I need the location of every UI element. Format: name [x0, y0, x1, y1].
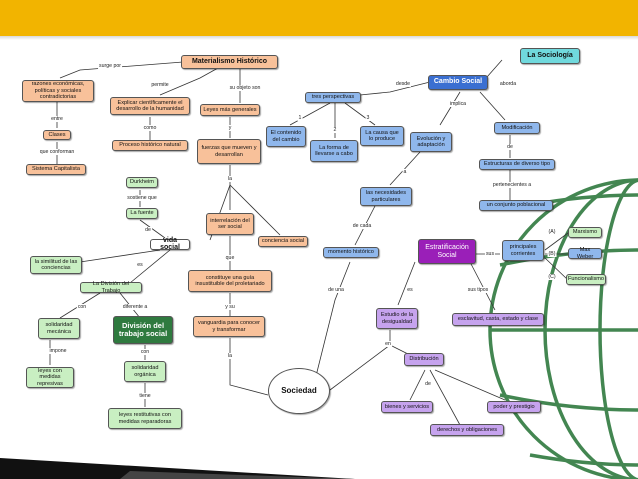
banner-shadow [0, 36, 638, 40]
label-de-2: de [144, 227, 152, 233]
node-proceso-historico: Proceso histórico natural [112, 140, 188, 151]
node-leyes-con-medidas: leyes con medidas represivas [26, 367, 74, 388]
label-es: es [136, 262, 144, 268]
label-diferente-a: diferente a [121, 304, 149, 310]
label-num-1: 1 [297, 115, 303, 121]
node-leyes-restitutivas: leyes restitutivas con medidas reparador… [108, 408, 182, 429]
label-su-objeto-son: su objeto son [228, 85, 262, 91]
label-tiene: tiene [138, 393, 152, 399]
node-bienes: bienes y servicios [381, 401, 433, 413]
node-la-fuente: La fuente [126, 208, 158, 219]
label-la-2: la [226, 353, 234, 359]
node-durkheim: Durkheim [126, 177, 158, 188]
node-distribucion: Distribución [404, 353, 444, 366]
node-el-contenido: El contenido del cambio [266, 126, 306, 147]
node-solidaridad-organica: solidaridad orgánica [124, 361, 166, 382]
label-pertenecientes-a: pertenecientes a [491, 182, 533, 188]
node-la-forma: La forma de llevarse a cabo [310, 140, 358, 162]
label-C: (C) [547, 274, 557, 280]
node-las-necesidades: las necesidades particulares [360, 187, 412, 206]
top-banner [0, 0, 638, 36]
label-sostiene-que: sostiene que [126, 195, 158, 201]
node-vanguardia: vanguardia para conocer y transformar [193, 316, 265, 337]
label-desde: desde [394, 81, 412, 87]
node-derechos: derechos y obligaciones [430, 424, 504, 436]
label-que-conforman: que conforman [38, 149, 76, 155]
label-num-3: 3 [365, 115, 371, 121]
label-aborda: aborda [498, 81, 518, 87]
label-num-2: 2 [332, 127, 338, 133]
node-vida-social: vida social [150, 237, 190, 251]
label-como: como [142, 125, 158, 131]
node-evolucion: Evolución y adaptación [410, 132, 452, 152]
label-la: la [226, 176, 234, 182]
node-momento-historico: momento histórico [323, 247, 379, 258]
label-que: que [224, 255, 236, 261]
label-y-su: y su [224, 304, 236, 310]
node-division-trabajo-social: División del trabajo social [113, 316, 173, 344]
label-a: a [402, 169, 408, 175]
label-sus-tipos: sus tipos [466, 287, 490, 293]
node-poder: poder y prestigio [487, 401, 541, 413]
node-la-division: La División del Trabajo [80, 281, 142, 294]
node-estructuras: Estructuras de diverso tipo [479, 159, 555, 170]
bottom-decoration [0, 458, 355, 479]
label-con: con [76, 304, 88, 310]
node-la-sociologia: La Sociología [520, 48, 580, 64]
label-implica: implica [448, 101, 468, 107]
label-surge-por: surge por [98, 63, 122, 69]
node-leyes-mas-generales: Leyes más generales [200, 104, 260, 116]
node-modificacion: Modificación [494, 122, 540, 134]
node-constituye: constituye una guía insustituible del pr… [188, 270, 272, 292]
label-es-2: es [406, 287, 414, 293]
node-sociedad: Sociedad [268, 368, 330, 414]
node-max-weber: Max Weber [568, 247, 602, 260]
node-funcionalismo: Funcionalismo [566, 274, 606, 285]
node-marxismo: Marxismo [568, 227, 602, 238]
label-A: (A) [547, 229, 557, 235]
label-B: (B) [547, 251, 557, 257]
node-la-causa: La causa que lo produce [360, 126, 404, 146]
node-la-similitud: la similitud de las conciencias [30, 256, 82, 274]
label-y: y [227, 125, 233, 131]
node-tres-perspectivas: tres perspectivas [305, 92, 361, 103]
node-solidaridad-mecanica: solidaridad mecánica [38, 318, 80, 339]
node-interrelacion: interrelación del ser social [206, 213, 254, 235]
node-cambio-social: Cambio Social [428, 75, 488, 90]
label-en: en [384, 341, 392, 347]
node-estudio: Estudio de la desigualdad [376, 308, 418, 329]
label-permite: permite [150, 82, 170, 88]
node-razones: razones económicas, políticas y sociales… [22, 80, 94, 102]
label-de-cada: de cada [351, 223, 373, 229]
label-de-3: de [424, 381, 432, 387]
node-fuerzas: fuerzas que mueven y desarrollan [197, 139, 261, 164]
node-conciencia-social: conciencia social [258, 236, 308, 247]
label-de: de [506, 144, 514, 150]
node-sistema-capitalista: Sistema Capitalista [26, 164, 86, 175]
label-con-2: con [139, 349, 151, 355]
label-sus: sus [484, 251, 496, 257]
node-principales-corrientes: principales corrientes [502, 240, 544, 261]
node-materialismo-historico: Materialismo Histórico [181, 55, 278, 69]
node-clases: Clases [43, 130, 71, 140]
node-estratificacion-social: Estratificación Social [418, 239, 476, 264]
node-un-conjunto: un conjunto poblacional [479, 200, 553, 211]
label-de-una: de una [327, 287, 345, 293]
label-entre: entre [50, 116, 64, 122]
label-impone: impone [48, 348, 68, 354]
node-explicar: Explicar científicamente el desarrollo d… [110, 97, 190, 115]
node-esclavitud: esclavitud, casta, estado y clase [452, 313, 544, 326]
